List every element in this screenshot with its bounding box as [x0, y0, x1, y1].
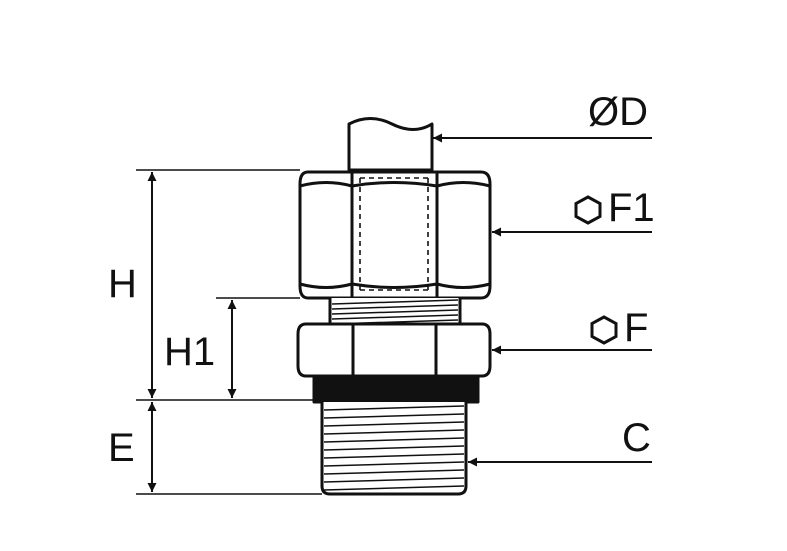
label-od: ØD: [588, 90, 648, 134]
label-c: C: [622, 416, 651, 460]
label-f: F: [624, 306, 649, 350]
hexagon-icon: [590, 315, 618, 346]
label-f1-group: F1: [574, 188, 655, 228]
label-f1: F1: [608, 186, 655, 230]
neck-thread: [328, 298, 462, 326]
label-h1: H1: [164, 330, 216, 374]
seal-ring: [312, 374, 480, 404]
label-e: E: [108, 426, 135, 470]
body-hex: [296, 322, 492, 378]
male-thread: [320, 402, 468, 496]
upper-nut: [298, 170, 492, 300]
hexagon-icon: [574, 195, 602, 226]
leader-lines: [433, 133, 652, 467]
extension-lines: [136, 169, 322, 495]
label-f-group: F: [590, 308, 648, 348]
dimension-lines: [147, 172, 237, 492]
tube: [347, 117, 434, 172]
label-h: H: [108, 262, 137, 306]
